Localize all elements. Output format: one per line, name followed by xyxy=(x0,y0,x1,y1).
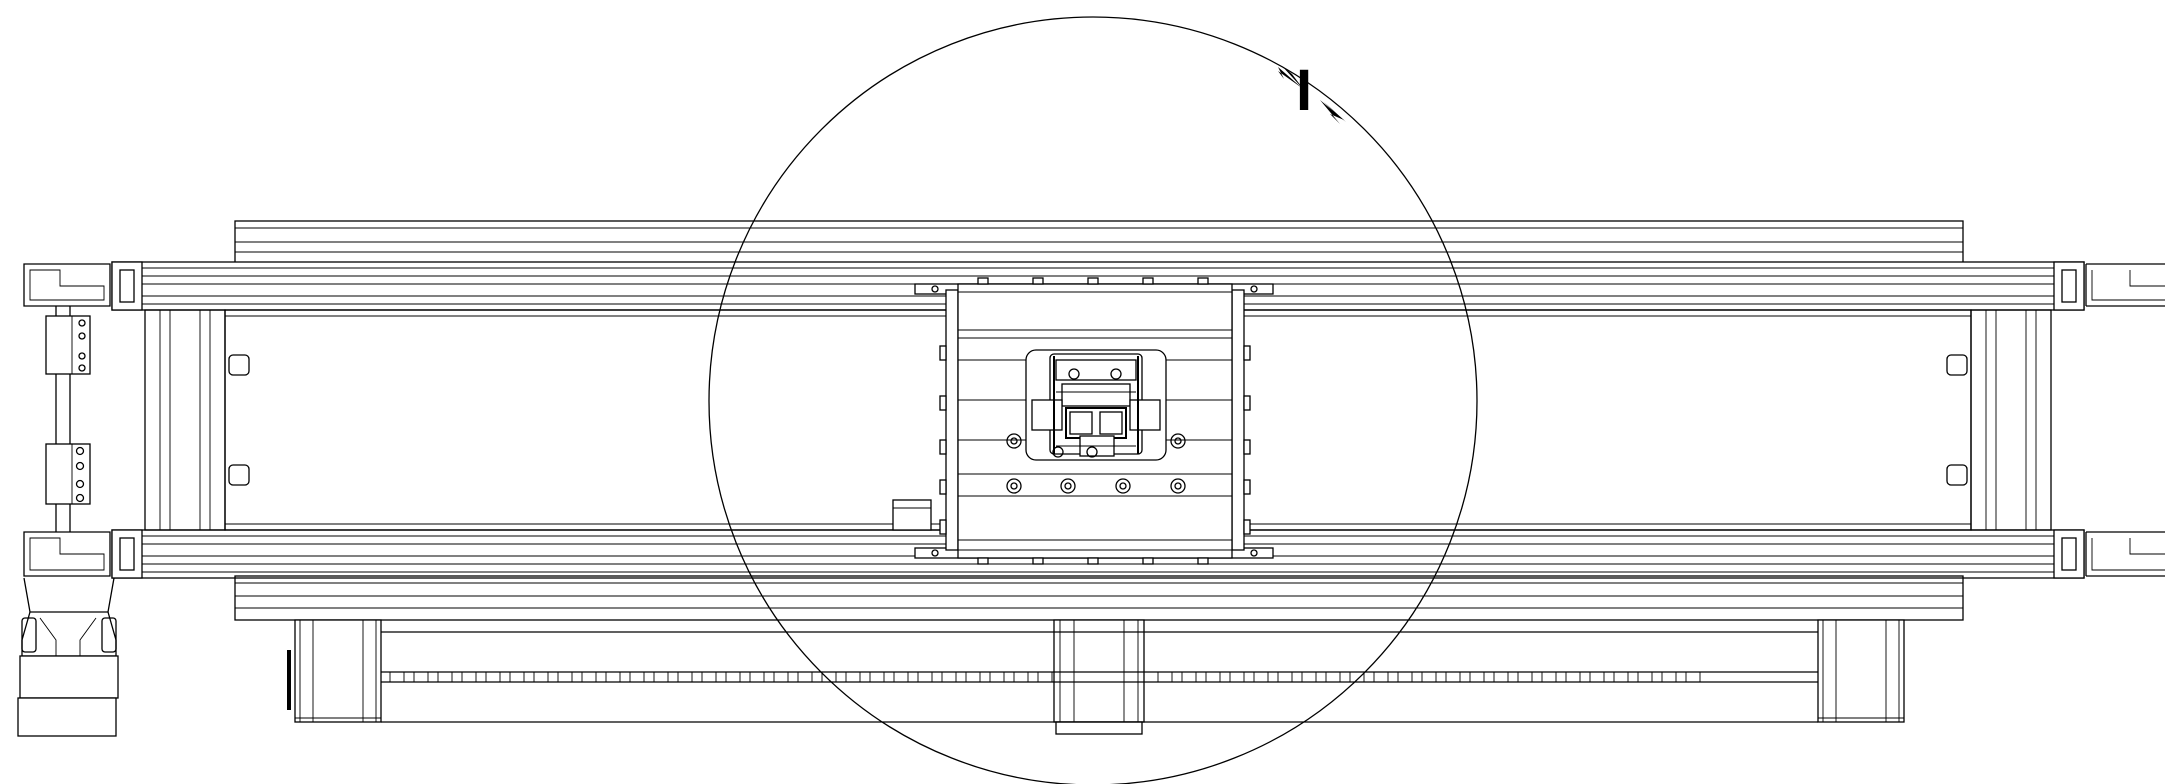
rack-tooth xyxy=(1253,671,1269,683)
rack-tooth xyxy=(653,671,669,683)
tool-head xyxy=(1025,349,1167,461)
rack-tooth xyxy=(749,671,765,683)
left-cable-guide xyxy=(45,306,91,532)
detail-label: I xyxy=(1296,58,1312,123)
rack-tooth xyxy=(1205,671,1221,683)
carriage-side-tab xyxy=(939,439,947,455)
rack-tooth xyxy=(1445,671,1461,683)
drive-motor xyxy=(17,577,119,737)
rack-tooth xyxy=(1277,671,1293,683)
rear-top-plate xyxy=(234,220,1964,266)
front-bottom-plate xyxy=(234,575,1964,621)
rack-tooth xyxy=(1613,671,1629,683)
support-legs xyxy=(287,619,1905,735)
callout-arrow-right xyxy=(1320,100,1344,124)
carriage-side-tab xyxy=(1243,479,1251,495)
rack-tooth xyxy=(1037,671,1053,683)
rack-tooth xyxy=(1685,671,1701,683)
carriage-tab xyxy=(1142,557,1154,565)
rack-tooth xyxy=(1421,671,1437,683)
rack-tooth xyxy=(1373,671,1389,683)
carriage-side-tab xyxy=(939,479,947,495)
rack-tooth xyxy=(1469,671,1485,683)
carriage-side-tab xyxy=(939,345,947,361)
rack-tooth xyxy=(773,671,789,683)
rack-tooth xyxy=(941,671,957,683)
carriage-tab xyxy=(1142,277,1154,285)
carriage-side-tab xyxy=(939,519,947,535)
rack-tooth xyxy=(725,671,741,683)
rack-tooth xyxy=(1013,671,1029,683)
rack-tooth xyxy=(965,671,981,683)
rack-tooth xyxy=(1397,671,1413,683)
rack-tooth xyxy=(821,671,837,683)
rack-tooth xyxy=(1301,671,1317,683)
rack-tooth xyxy=(533,671,549,683)
rack-tooth xyxy=(869,671,885,683)
carriage-side-tab xyxy=(1243,345,1251,361)
rack-tooth xyxy=(1229,671,1245,683)
left-end-posts xyxy=(144,309,250,531)
rack-tooth xyxy=(797,671,813,683)
rack-tooth xyxy=(437,671,453,683)
carriage-side-tab xyxy=(1243,439,1251,455)
callout-arrow-left xyxy=(1278,67,1302,88)
rack-tooth xyxy=(845,671,861,683)
lower-crossbeam xyxy=(381,631,1818,723)
rack-tooth xyxy=(917,671,933,683)
carriage-tab xyxy=(1087,277,1099,285)
rack-tooth xyxy=(485,671,501,683)
carriage-tab xyxy=(1197,557,1209,565)
carriage-tab xyxy=(977,557,989,565)
rack-tooth xyxy=(1565,671,1581,683)
rack-tooth xyxy=(1661,671,1677,683)
carriage-tab xyxy=(1032,277,1044,285)
detail-callout: I xyxy=(708,16,1478,784)
rack-tooth xyxy=(581,671,597,683)
carriage-side-tab xyxy=(1243,395,1251,411)
rack-tooth xyxy=(509,671,525,683)
carriage-side-tab xyxy=(939,395,947,411)
rack-tooth xyxy=(1325,671,1341,683)
right-brackets xyxy=(2085,263,2165,577)
left-brackets xyxy=(23,263,111,577)
rack-tooth xyxy=(557,671,573,683)
rack-tooth xyxy=(701,671,717,683)
rack-tooth xyxy=(1181,671,1197,683)
carriage-tabs xyxy=(939,277,1251,565)
rack-tooth xyxy=(1589,671,1605,683)
carriage-tab xyxy=(1087,557,1099,565)
carriage-tab xyxy=(1197,277,1209,285)
rack-tooth xyxy=(461,671,477,683)
carriage-tab xyxy=(1032,557,1044,565)
rack-teeth xyxy=(389,671,1701,683)
right-end-posts xyxy=(1946,309,2052,531)
carriage-tab xyxy=(977,277,989,285)
rack-tooth xyxy=(1541,671,1557,683)
rack-tooth xyxy=(1517,671,1533,683)
corner-blocks xyxy=(111,261,2085,579)
rack-tooth xyxy=(629,671,645,683)
rack-tooth xyxy=(893,671,909,683)
rack-tooth xyxy=(413,671,429,683)
carriage-side-tab xyxy=(1243,519,1251,535)
rack-tooth xyxy=(605,671,621,683)
rack-tooth xyxy=(389,671,405,683)
rack-tooth xyxy=(1157,671,1173,683)
rack-tooth xyxy=(1637,671,1653,683)
rack-tooth xyxy=(677,671,693,683)
rack-tooth xyxy=(1349,671,1365,683)
rack-tooth xyxy=(1493,671,1509,683)
rack-tooth xyxy=(989,671,1005,683)
